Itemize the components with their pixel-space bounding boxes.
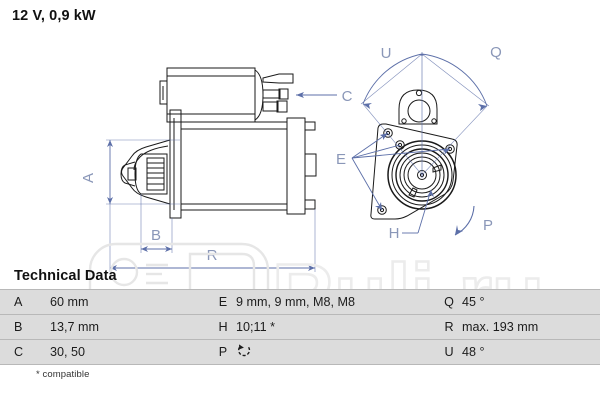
front-view-dimensions [351,52,490,236]
cell-key-u: U [436,339,462,365]
cell-key-r: R [436,314,462,340]
dimension-label-U: U [381,45,392,62]
cell-value-u: 48 ° [462,339,600,365]
drive-end-flange [169,109,182,219]
dimension-label-H: H [389,225,400,242]
commutator-end-cap [286,117,306,215]
cell-value-r: max. 193 mm [462,314,600,340]
solenoid-front-outline [398,89,438,125]
cell-key-c: C [0,339,50,365]
cell-key-e: E [210,289,236,315]
solenoid-left-tab [159,80,168,105]
technical-data-table: A 60 mm E 9 mm, 9 mm, M8, M8 Q 45 ° B 13… [0,289,600,365]
dimension-label-A: A [80,173,97,183]
column-gap-2 [426,289,436,315]
table-row: B 13,7 mm H 10;11 * R max. 193 mm [0,314,600,340]
cell-key-p: P [210,339,236,365]
column-gap-2 [426,339,436,365]
cell-value-a: 60 mm [50,289,200,315]
dimension-label-B: B [151,227,161,244]
solenoid-cap [254,69,264,121]
side-view-dimensions [106,92,337,272]
pinion-teeth [146,157,165,191]
counterclockwise-rotation-icon [236,342,252,361]
cell-key-b: B [0,314,50,340]
column-gap-1 [200,339,210,365]
cell-value-b: 13,7 mm [50,314,200,340]
technical-data-section: Technical Data A 60 mm E 9 mm, 9 mm, M8,… [0,268,600,380]
technical-drawing-area: A B C R [0,18,600,273]
cell-value-q: 45 ° [462,289,600,315]
cell-value-h: 10;11 * [236,314,426,340]
cell-value-c: 30, 50 [50,339,200,365]
dimension-label-C: C [342,88,353,105]
cell-value-p [236,339,426,365]
column-gap-1 [200,314,210,340]
cell-key-h: H [210,314,236,340]
column-gap-1 [200,289,210,315]
mounting-flange-outline [370,123,458,220]
solenoid-terminals [262,73,294,113]
drawing-svg: A B C R [80,44,502,272]
cell-key-a: A [0,289,50,315]
dimension-label-P: P [483,217,493,234]
column-gap-2 [426,314,436,340]
table-row: C 30, 50 P U 48 ° [0,339,600,365]
motor-housing [180,121,288,211]
dimension-label-E: E [336,151,346,168]
cell-value-e: 9 mm, 9 mm, M8, M8 [236,289,426,315]
cell-key-q: Q [436,289,462,315]
dimension-label-R: R [207,247,218,264]
page-title: 12 V, 0,9 kW [12,8,96,24]
table-row: A 60 mm E 9 mm, 9 mm, M8, M8 Q 45 ° [0,289,600,315]
pinion-drive-assembly [120,139,171,205]
technical-data-heading: Technical Data [14,268,117,284]
starter-motor-side-view [120,67,317,219]
dimension-label-Q: Q [490,44,502,61]
table-footnote: * compatible [36,369,90,380]
